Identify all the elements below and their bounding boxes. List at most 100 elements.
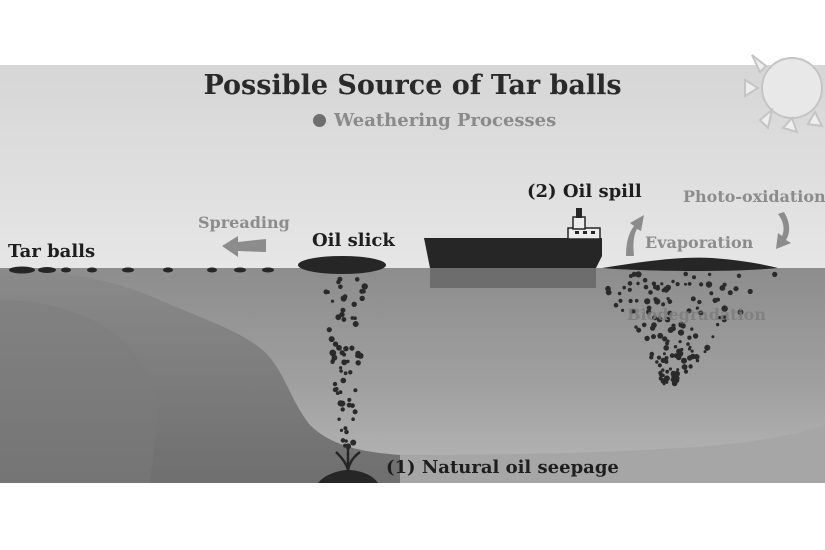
seepage-droplet <box>361 283 368 290</box>
label-photo-oxidation: Photo-oxidation <box>683 187 825 206</box>
dispersed-droplet <box>722 282 727 287</box>
dispersed-droplet <box>642 277 648 283</box>
dispersed-droplet <box>712 297 718 303</box>
dispersed-droplet <box>661 288 666 293</box>
dispersed-droplet <box>681 364 688 370</box>
dispersed-droplet <box>669 353 675 358</box>
label-oil-spill: (2) Oil spill <box>527 181 642 202</box>
seepage-droplet <box>336 344 342 351</box>
dispersed-droplet <box>687 335 692 340</box>
dispersed-droplet <box>636 281 640 286</box>
diagram-subtitle: Weathering Processes <box>313 112 556 130</box>
dispersed-droplet <box>693 354 700 360</box>
dispersed-droplet <box>681 357 687 364</box>
dispersed-droplet <box>727 290 733 296</box>
dispersed-droplet <box>655 360 659 364</box>
dispersed-droplets <box>605 271 778 387</box>
seepage-droplet <box>339 350 345 356</box>
dispersed-droplet <box>651 334 656 340</box>
dispersed-droplet <box>613 302 619 308</box>
dispersed-droplet <box>627 287 632 292</box>
seabed-right <box>400 425 825 483</box>
dispersed-droplet <box>736 273 742 278</box>
label-natural-seepage: (1) Natural oil seepage <box>386 457 619 478</box>
dispersed-droplet <box>675 378 680 383</box>
seepage-droplet <box>334 387 339 391</box>
dispersed-droplet <box>649 355 654 360</box>
seepage-mound <box>318 470 378 483</box>
dispersed-droplet <box>665 341 669 346</box>
tar-balls-group <box>9 266 274 274</box>
seepage-droplet <box>339 428 344 432</box>
dispersed-droplet <box>671 279 675 284</box>
seepage-droplet <box>359 295 365 302</box>
dispersed-droplet <box>686 308 692 314</box>
dispersed-droplet <box>677 329 685 336</box>
seepage-droplet <box>339 366 343 370</box>
seepage-droplet <box>326 290 330 294</box>
seepage-plume <box>335 448 361 471</box>
dispersed-droplet <box>687 282 692 286</box>
photo-oxidation-arrow-icon <box>776 212 791 249</box>
dispersed-droplet <box>718 315 722 320</box>
dispersed-droplet <box>641 322 647 328</box>
seepage-droplet <box>354 277 360 282</box>
dispersed-droplet <box>675 354 682 361</box>
dispersed-droplet <box>667 299 673 304</box>
seepage-droplet <box>332 381 338 387</box>
dispersed-droplet <box>690 296 696 302</box>
label-evaporation: Evaporation <box>645 233 754 252</box>
dispersed-droplet <box>697 299 702 305</box>
label-spreading: Spreading <box>198 213 290 232</box>
dispersed-droplet <box>657 363 663 368</box>
seepage-droplet <box>338 284 343 290</box>
seepage-droplet <box>340 407 345 412</box>
seepage-droplet <box>332 341 339 347</box>
dispersed-droplet <box>660 378 667 384</box>
dispersed-droplet <box>657 332 664 339</box>
dispersed-droplet <box>687 355 693 361</box>
dispersed-droplet <box>652 315 658 321</box>
subtitle-text: Weathering Processes <box>334 110 557 131</box>
dispersed-droplet <box>644 298 651 305</box>
dispersed-droplet <box>688 345 692 349</box>
dispersed-droplet <box>635 271 642 278</box>
seepage-droplet <box>339 369 343 373</box>
dispersed-droplet <box>656 355 662 360</box>
dispersed-droplet <box>648 290 653 295</box>
dispersed-droplet <box>661 368 665 372</box>
dispersed-droplet <box>772 271 778 277</box>
dispersed-droplet <box>664 316 671 323</box>
dispersed-droplet <box>660 282 664 286</box>
seepage-droplet <box>337 417 341 421</box>
dispersed-droplet <box>628 298 633 304</box>
dispersed-droplet <box>695 306 700 310</box>
seepage-droplet <box>351 417 355 422</box>
dispersed-droplet <box>683 369 689 374</box>
dispersed-droplet <box>651 281 657 286</box>
dispersed-droplet <box>654 298 661 305</box>
sky <box>0 65 825 270</box>
dispersed-droplet <box>688 364 693 369</box>
seepage-droplet <box>346 444 351 449</box>
seepage-droplet <box>339 400 346 407</box>
dispersed-droplet <box>747 288 753 295</box>
seepage-droplet <box>343 426 348 431</box>
seepage-droplet <box>348 370 353 375</box>
seepage-droplet <box>330 299 335 303</box>
dispersed-droplet <box>709 291 714 296</box>
seepage-droplet <box>353 316 357 321</box>
oil-slick <box>298 256 386 274</box>
dispersed-droplet <box>622 285 626 290</box>
dispersed-droplet <box>690 327 694 331</box>
seepage-droplet <box>355 360 361 366</box>
dispersed-droplet <box>660 357 666 363</box>
seepage-droplets <box>323 276 368 450</box>
seepage-droplet <box>350 403 355 408</box>
dispersed-droplet <box>737 309 744 316</box>
dispersed-droplet <box>692 275 696 280</box>
label-tar-balls: Tar balls <box>8 241 96 262</box>
seepage-droplet <box>350 316 355 320</box>
seepage-droplet <box>341 359 348 366</box>
label-biodegradation: Biodegradation <box>627 305 766 324</box>
